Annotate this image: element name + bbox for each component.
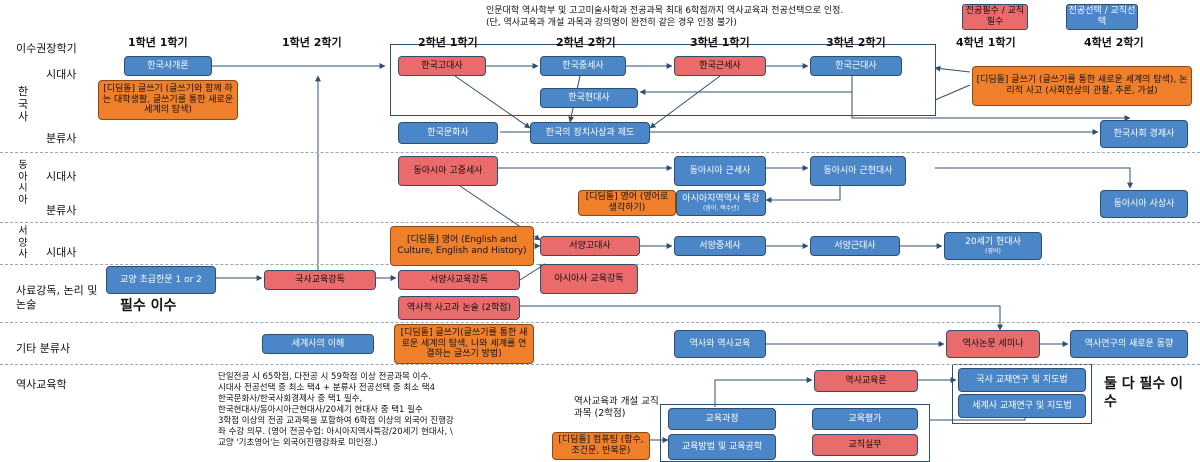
legend-required: 전공필수 / 교직필수	[962, 4, 1028, 30]
footnote-line: 좌 수강 의무. (영어 전공수업: 아시아지역사특강/20세기 현대사, \	[218, 427, 453, 438]
course-korean-teaching-method[interactable]: 국사 교재연구 및 지도법	[958, 368, 1086, 392]
edge-ancient-political	[454, 75, 531, 129]
edge-frame-theory	[714, 377, 813, 407]
course-korean-ancient[interactable]: 한국고대사	[398, 56, 486, 76]
footnote-line: 시대사 전공선택 중 최소 택4 + 분류사 전공선택 중 최소 택4	[218, 383, 435, 394]
footnote-line: 3학점 이상의 전공 교과목을 포함하여 6학점 이상의 외국어 진행강	[218, 416, 454, 427]
course-teaching-method[interactable]: 교육방법 및 교육공학	[668, 434, 776, 460]
separator-other	[0, 364, 1200, 365]
footnote-line: 단일전공 시 65학점, 다전공 시 59학점 이상 전공과목 이수.	[218, 372, 431, 382]
course-korean-medieval[interactable]: 한국중세사	[540, 56, 626, 76]
column-4-2: 4학년 2학기	[1084, 36, 1144, 49]
required-note-sources: 필수 이수	[120, 298, 177, 314]
column-3-1: 3학년 1학기	[690, 36, 750, 49]
course-teaching-practice[interactable]: 교직실무	[812, 434, 918, 456]
row-eastasia-topic: 분류사	[46, 204, 77, 217]
footnote-line: 한국문화사/한국사회경제사 중 택1 필수,	[218, 394, 363, 405]
course-english-speaking[interactable]: [디딤돌] 영어 (영어로 생각하기)	[578, 190, 676, 216]
course-new-trends[interactable]: 역사연구의 새로운 동향	[1070, 330, 1188, 358]
footnote: 단일전공 시 65학점, 다전공 시 59학점 이상 전공과목 이수. 시대사 …	[218, 372, 518, 449]
course-western-ancient[interactable]: 서양고대사	[540, 236, 640, 256]
course-korean-modern[interactable]: 한국근대사	[810, 56, 902, 76]
course-english-culture[interactable]: [디딤돌] 영어 (English and Culture, English a…	[390, 226, 534, 266]
course-paper-seminar[interactable]: 역사논문 세미나	[946, 330, 1040, 358]
course-korean-social-econ[interactable]: 한국사회 경제사	[1100, 120, 1188, 148]
column-4-1: 4학년 1학기	[956, 36, 1016, 49]
course-eastasia-modern[interactable]: 동아시아 근현대사	[810, 156, 906, 186]
course-world-history[interactable]: 세계사의 이해	[262, 334, 374, 354]
course-historical-thinking[interactable]: 역사적 사고과 논술 (2학점)	[398, 296, 520, 320]
korea-core-frame	[390, 44, 936, 116]
course-liberal-hanmun[interactable]: 교양 초급한문 1 or 2	[106, 266, 216, 294]
row-korea-group: 한국사	[17, 85, 29, 124]
course-eastasia-thought[interactable]: 동아시아 사상사	[1100, 190, 1188, 218]
course-writing-2[interactable]: [디딤돌] 글쓰기 (글쓰기를 통한 새로운 세계의 탐색), 논리적 사고 (…	[972, 66, 1192, 106]
row-eastasia-group: 동아시아	[18, 160, 28, 206]
course-curriculum[interactable]: 교육과정	[668, 408, 776, 430]
course-evaluation[interactable]: 교육평가	[812, 408, 918, 430]
track-label: 이수권장학기	[16, 42, 77, 55]
legend-elective: 전공선택 / 교직선택	[1066, 4, 1138, 30]
course-korean-early-modern[interactable]: 한국근세사	[674, 56, 766, 76]
column-1-2: 1학년 2학기	[282, 36, 342, 49]
row-korea-period: 시대사	[46, 68, 77, 81]
header-note-2: (단, 역사교육과 개설 과목과 강의명이 완전히 같은 경우 인정 불가)	[486, 18, 737, 28]
course-western-modern[interactable]: 서양근대사	[810, 236, 900, 256]
edge-ea-modern-thought	[935, 167, 1133, 189]
course-writing-1[interactable]: [디딤돌] 글쓰기 (글쓰기와 함께 하는 대학생활, 글쓰기를 통한 새로운 …	[98, 80, 238, 120]
edge-modern-social	[851, 76, 1131, 121]
required-note-edu: 둘 다 필수 이수	[1104, 376, 1184, 410]
row-sources: 사료강독, 논리 및 논술	[16, 284, 98, 312]
20c-sub: (영어)	[985, 247, 1001, 255]
column-3-2: 3학년 2학기	[826, 36, 886, 49]
edge-framelink	[934, 84, 971, 101]
course-korean-culture[interactable]: 한국문화사	[398, 122, 498, 144]
course-korean-reading[interactable]: 국사교육강독	[264, 270, 376, 290]
course-korean-political[interactable]: 한국의 정치사상과 제도	[530, 122, 650, 144]
course-computing[interactable]: [디딤돌] 컴퓨팅 (함수, 조건문, 반복문)	[552, 432, 650, 460]
row-edu: 역사교육학	[16, 378, 67, 391]
course-western-reading[interactable]: 서양사교육강독	[398, 270, 520, 290]
course-history-edu-theory[interactable]: 역사교육론	[814, 370, 918, 392]
row-eastasia-period: 시대사	[46, 170, 77, 183]
row-west-group: 서양사	[18, 226, 28, 260]
course-korean-history-intro[interactable]: 한국사개론	[124, 56, 212, 76]
separator-eastasia	[0, 222, 1200, 223]
row-korea-topic: 분류사	[46, 132, 77, 145]
course-writing-3[interactable]: [디딤돌] 글쓰기(글쓰기를 통한 새로운 세계의 탐색, 나와 세계를 연결하…	[394, 324, 534, 364]
course-western-medieval[interactable]: 서양중세사	[674, 236, 766, 256]
20c-title: 20세기 현대사	[965, 237, 1021, 247]
course-asia-special[interactable]: 아시아지역역사 특강 (영어, 짝수년)	[676, 190, 766, 216]
course-asian-reading[interactable]: 아시아사 교육강독	[540, 264, 638, 294]
edge-writing2-frame	[934, 65, 971, 73]
edge-thinking-seminar	[520, 305, 1003, 331]
column-2-2: 2학년 2학기	[556, 36, 616, 49]
course-world-teaching-method[interactable]: 세계사 교재연구 및 지도법	[958, 394, 1086, 418]
asia-special-sub: (영어, 짝수년)	[702, 204, 740, 212]
footnote-line: 교양 '기초영어'는 외국어진행강좌로 미인정.)	[218, 438, 378, 449]
header-note-1: 인문대학 역사학부 및 고고미술사학과 전공과목 최대 6학점까지 역사교육과 …	[486, 6, 844, 16]
teaching-courses-label: 역사교육과 개설 교직과목 (2학점)	[574, 396, 659, 420]
row-other: 기타 분류사	[16, 342, 71, 355]
column-1-1: 1학년 1학기	[128, 36, 188, 49]
course-eastasia-early-modern[interactable]: 동아시아 근세사	[674, 156, 766, 186]
edge-ea-special	[765, 186, 841, 203]
course-history-education[interactable]: 역사와 역사교육	[674, 330, 766, 358]
asia-special-title: 아시아지역역사 특강	[682, 194, 760, 204]
column-2-1: 2학년 1학기	[418, 36, 478, 49]
separator-korea	[0, 152, 1200, 153]
row-west-period: 시대사	[46, 246, 77, 259]
separator-sources	[0, 322, 1200, 323]
course-20c-history[interactable]: 20세기 현대사 (영어)	[944, 232, 1042, 260]
course-eastasia-ancient[interactable]: 동아시아 고중세사	[398, 156, 498, 186]
footnote-line: 한국현대사/동아시아근현대사/20세기 현대사 중 택1 필수	[218, 405, 423, 416]
edge-early-political	[649, 75, 721, 129]
course-korean-contemporary[interactable]: 한국현대사	[540, 88, 638, 108]
